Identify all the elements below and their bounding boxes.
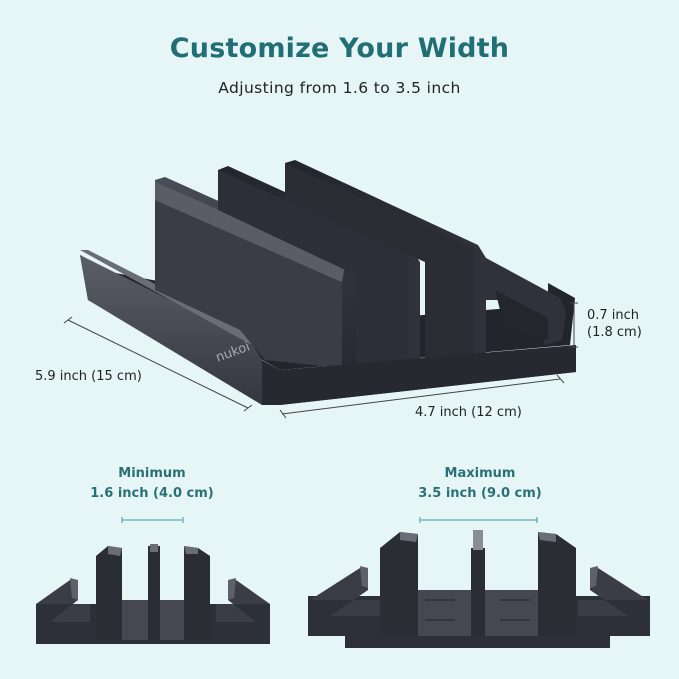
maximum-value: 3.5 inch (9.0 cm) <box>418 486 542 501</box>
minimum-value: 1.6 inch (4.0 cm) <box>90 486 214 501</box>
page-subtitle: Adjusting from 1.6 to 3.5 inch <box>218 79 461 97</box>
maximum-caption: Maximum 3.5 inch (9.0 cm) <box>398 464 562 504</box>
depth-dimension-label: 5.9 inch (15 cm) <box>35 369 142 384</box>
height-cm: (1.8 cm) <box>587 325 642 340</box>
page-title: Customize Your Width <box>169 33 510 64</box>
maximum-label: Maximum <box>444 466 516 481</box>
minimum-caption: Minimum 1.6 inch (4.0 cm) <box>72 464 232 504</box>
minimum-label: Minimum <box>118 466 186 481</box>
height-dimension-label: 0.7 inch (1.8 cm) <box>587 307 642 341</box>
height-inch: 0.7 inch <box>587 308 640 323</box>
width-dimension-label: 4.7 inch (12 cm) <box>415 405 522 420</box>
